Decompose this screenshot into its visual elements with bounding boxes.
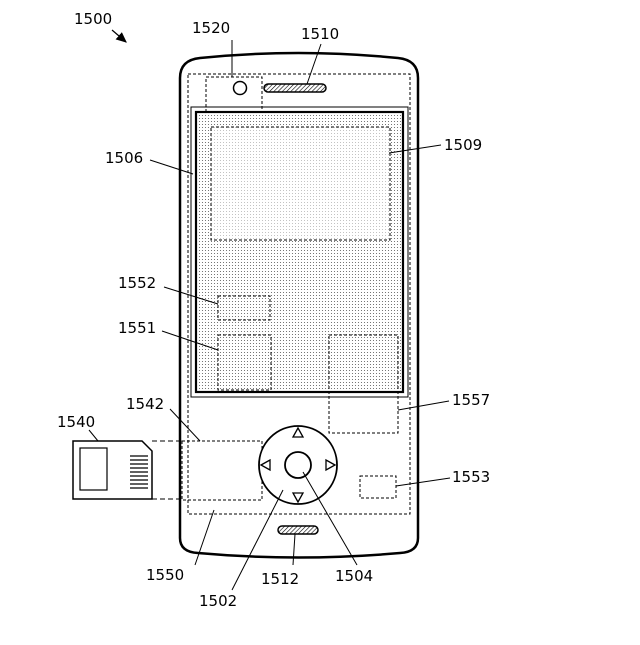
label-display-area: 1509 — [444, 136, 482, 154]
center-button — [285, 452, 311, 478]
earpiece-speaker — [264, 84, 326, 92]
label-display-frame: 1506 — [105, 149, 143, 167]
label-microphone: 1512 — [261, 570, 299, 588]
label-region-1551: 1551 — [118, 319, 156, 337]
label-camera: 1520 — [192, 19, 230, 37]
label-region-1557: 1557 — [452, 391, 490, 409]
display-area-region — [211, 127, 390, 240]
label-navigation-pad: 1502 — [199, 592, 237, 610]
figure-label-arrow — [112, 30, 126, 42]
figure-label: 1500 — [74, 10, 112, 28]
microphone-grille — [278, 526, 318, 534]
label-earpiece: 1510 — [301, 25, 339, 43]
camera-lens-icon — [234, 82, 247, 95]
label-region-1552: 1552 — [118, 274, 156, 292]
label-memory-card: 1540 — [57, 413, 95, 431]
memory-card-label-area — [80, 448, 107, 490]
label-center-button: 1504 — [335, 567, 373, 585]
label-housing-inner: 1550 — [146, 566, 184, 584]
label-region-1542: 1542 — [126, 395, 164, 413]
label-region-1553: 1553 — [452, 468, 490, 486]
